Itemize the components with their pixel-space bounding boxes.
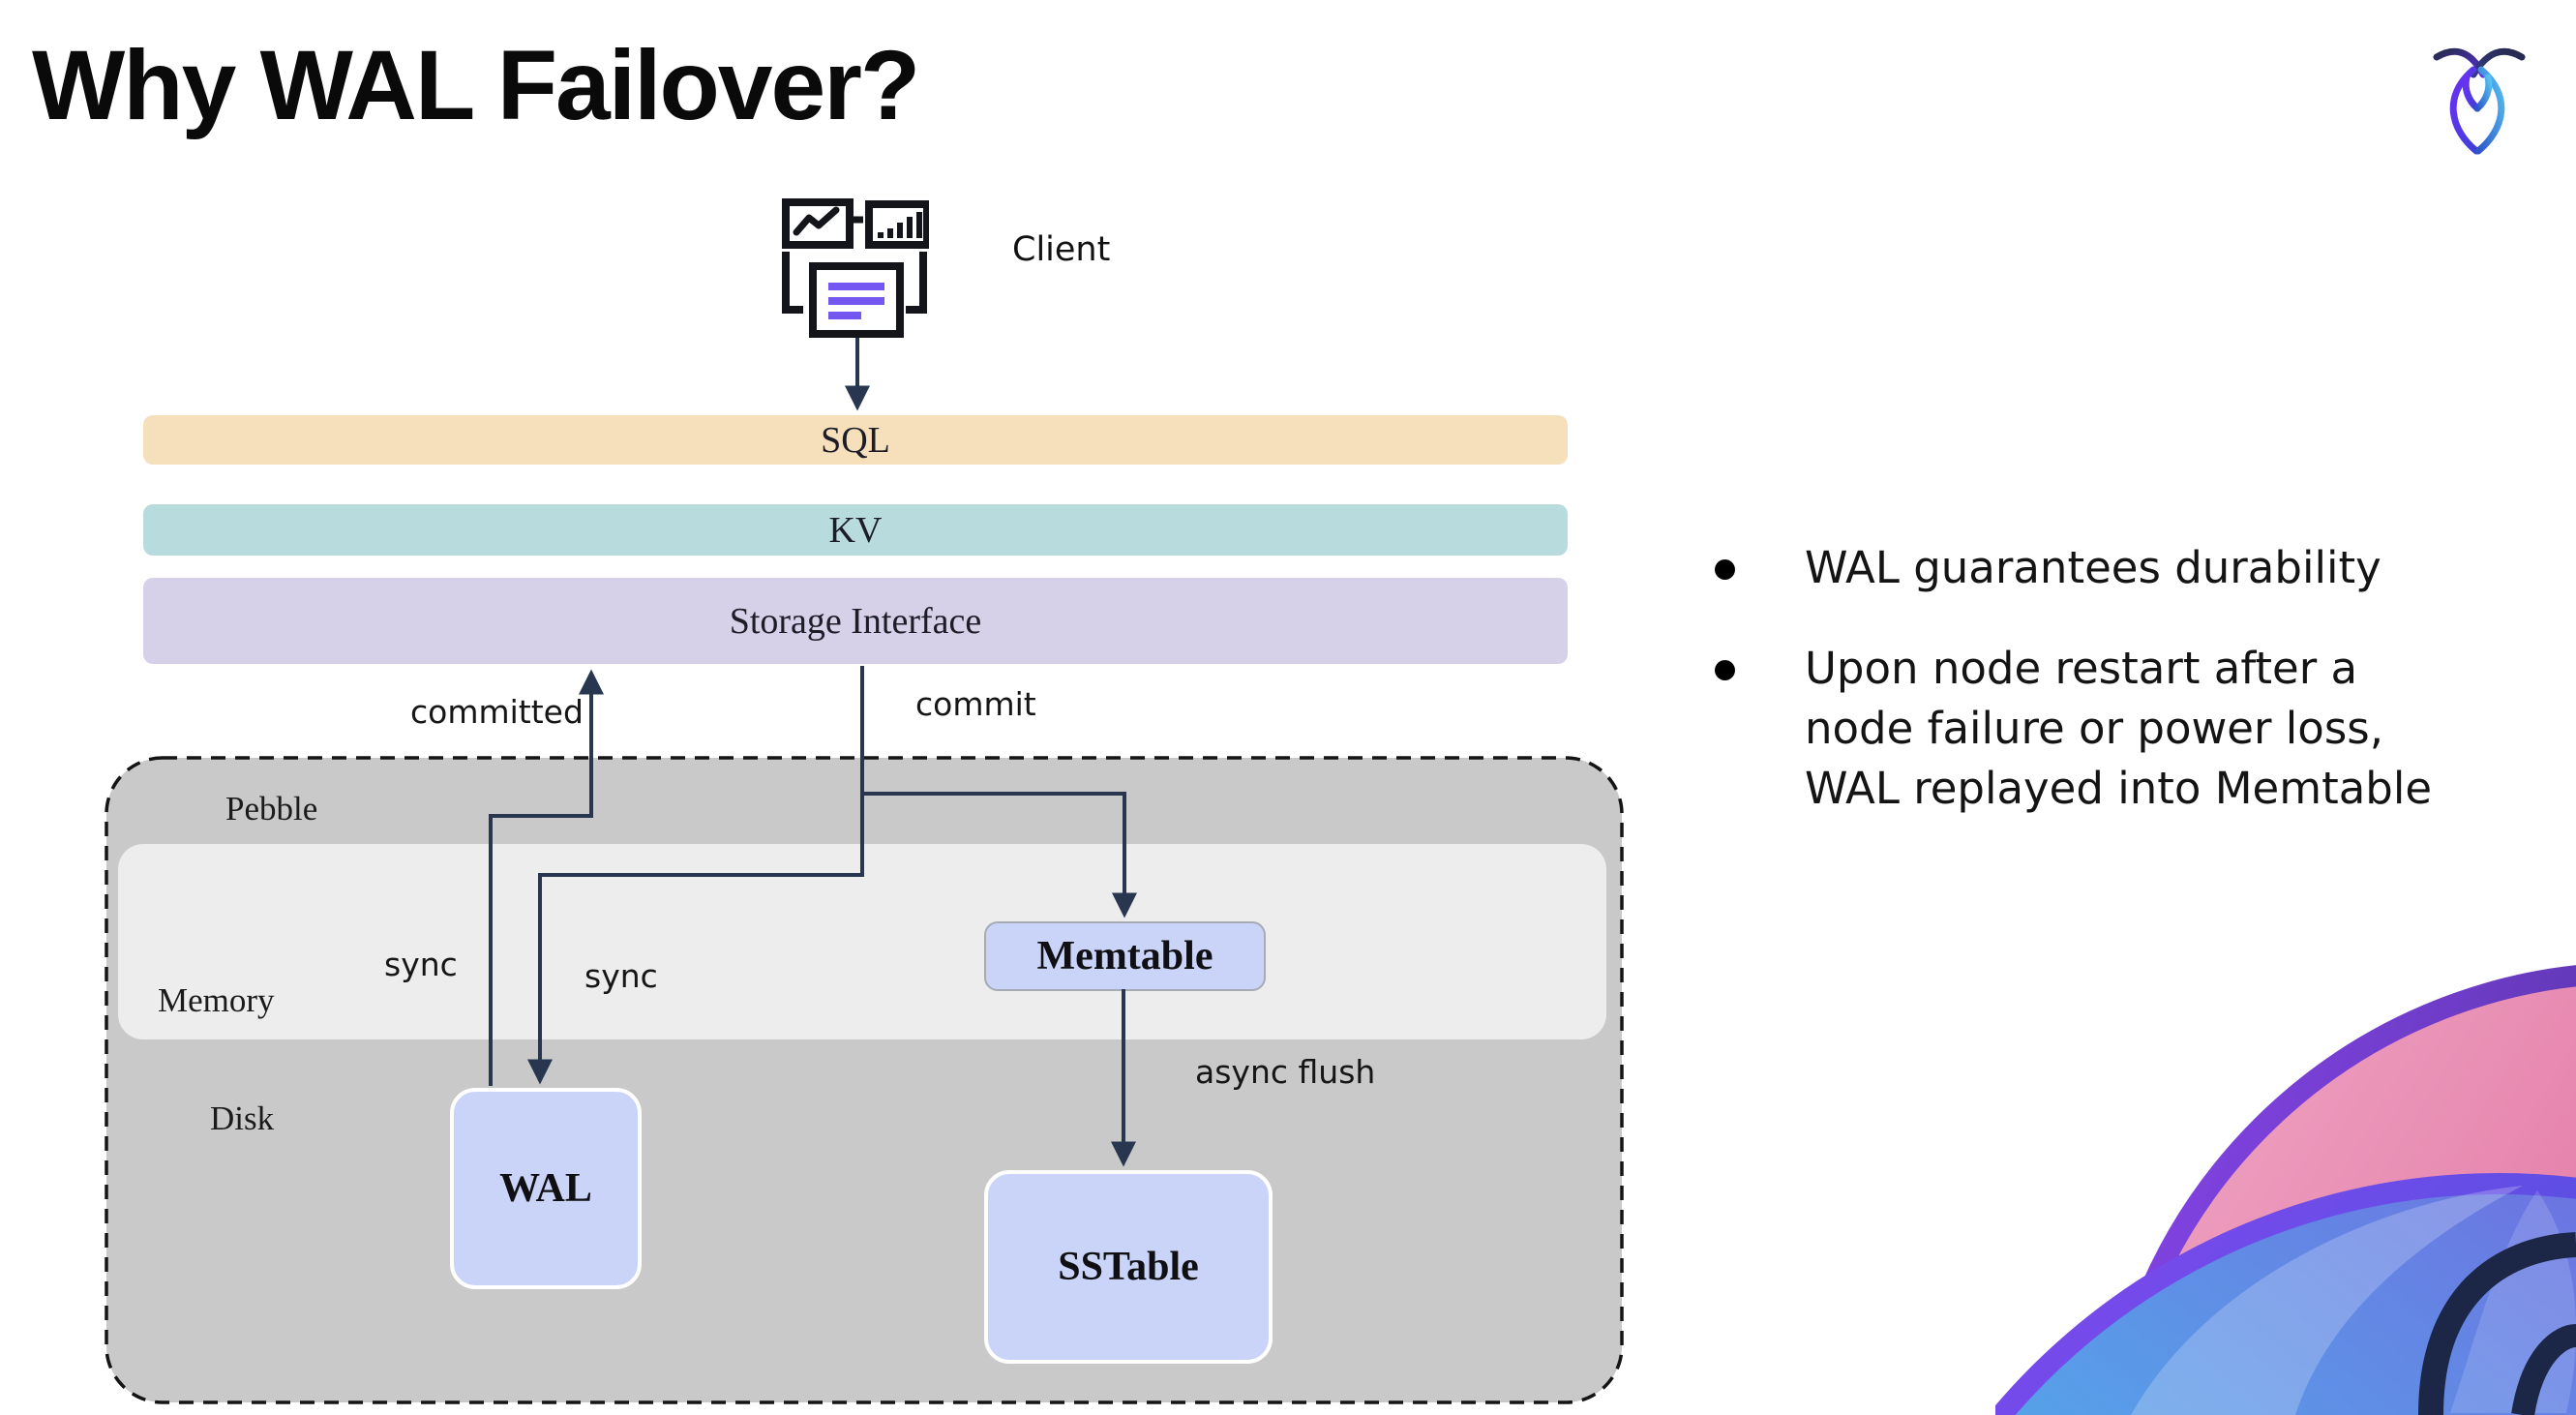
bullet-item: Upon node restart after a node failure o… [1715, 639, 2566, 819]
disk-label: Disk [210, 1099, 275, 1137]
arrow-commit-to-memtable [862, 792, 1137, 918]
pebble-label: Pebble [225, 790, 318, 828]
memory-band [118, 844, 1606, 1039]
wal-node-label: WAL [499, 1166, 592, 1211]
pebble-dashed-border [105, 756, 1624, 1404]
bullet-line: Upon node restart after a [1805, 643, 2358, 694]
page-title: Why WAL Failover? [32, 30, 920, 140]
bullet-dot [1715, 559, 1735, 580]
bullet-list: WAL guarantees durability Upon node rest… [1715, 538, 2566, 859]
cockroachdb-logo-icon [2433, 47, 2526, 155]
layer-bar-sql: SQL [143, 415, 1568, 465]
edge-label-commit: commit [915, 685, 1036, 723]
bullet-dot [1715, 660, 1735, 680]
bullet-item: WAL guarantees durability [1715, 538, 2566, 598]
bullet-line: node failure or power loss, [1805, 703, 2384, 754]
client-label: Client [1012, 230, 1111, 269]
layer-bar-storage-interface: Storage Interface [143, 578, 1568, 664]
edge-label-sync-right: sync [584, 957, 658, 995]
layer-bar-kv: KV [143, 504, 1568, 556]
memory-label: Memory [158, 981, 275, 1019]
edge-label-sync-left: sync [384, 946, 458, 983]
edge-label-async-flush: async flush [1195, 1053, 1376, 1091]
wal-node: WAL [450, 1088, 642, 1289]
bullet-line: WAL guarantees durability [1805, 542, 2381, 593]
sstable-node-label: SSTable [1058, 1245, 1199, 1289]
bullet-line: WAL replayed into Memtable [1805, 763, 2433, 814]
memtable-node-label: Memtable [1036, 934, 1213, 978]
arrow-commit-to-wal [527, 666, 864, 1085]
client-monitors-icon [782, 198, 929, 338]
layer-bar-storage-label: Storage Interface [729, 600, 982, 642]
layer-bar-kv-label: KV [828, 509, 883, 551]
layer-bar-sql-label: SQL [821, 419, 890, 461]
memtable-node: Memtable [984, 921, 1266, 991]
edge-label-committed: committed [410, 693, 584, 731]
arrow-wal-committed-to-storage [489, 669, 604, 1086]
cockroachdb-brand-art [1995, 965, 2576, 1415]
sstable-node: SSTable [984, 1170, 1273, 1364]
